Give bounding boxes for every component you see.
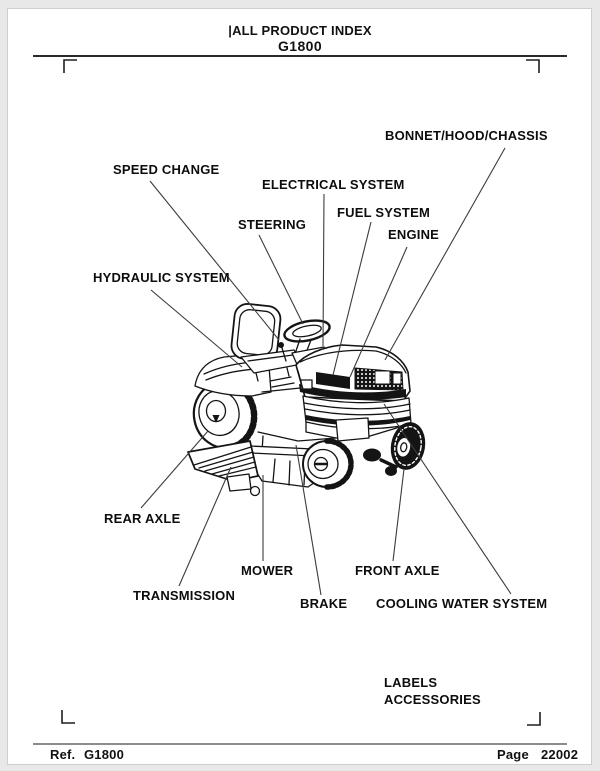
leader-line-front-axle [392, 468, 405, 562]
callout-accessories[interactable]: ACCESSORIES [384, 692, 481, 707]
leader-lines [140, 147, 512, 596]
rear-hitch [226, 473, 261, 497]
page-title: |ALL PRODUCT INDEX [228, 23, 372, 38]
leader-line-speed-change [149, 180, 280, 341]
steering-wheel [283, 319, 331, 359]
leader-line-transmission [178, 466, 232, 587]
page-model: G1800 [277, 38, 323, 54]
leader-line-fuel-system [332, 221, 372, 376]
callout-fuel-system[interactable]: FUEL SYSTEM [337, 205, 430, 220]
callout-electrical-system[interactable]: ELECTRICAL SYSTEM [262, 177, 405, 192]
callout-hydraulic-system[interactable]: HYDRAULIC SYSTEM [93, 270, 230, 285]
front-wheel-right [390, 422, 426, 470]
footer-rule [33, 743, 567, 745]
front-wheel-left [302, 438, 354, 490]
footer-ref-label: Ref. [50, 747, 76, 762]
footer-ref-value: G1800 [84, 747, 125, 762]
callout-front-axle[interactable]: FRONT AXLE [355, 563, 440, 578]
chassis [257, 370, 411, 476]
leader-line-steering [258, 234, 304, 325]
hood [295, 344, 411, 402]
callout-cooling-water-system[interactable]: COOLING WATER SYSTEM [376, 596, 548, 611]
callout-transmission[interactable]: TRANSMISSION [133, 588, 236, 603]
callout-bonnet-hood-chassis[interactable]: BONNET/HOOD/CHASSIS [385, 128, 548, 143]
footer-page-value: 22002 [541, 747, 579, 762]
crop-mark-bottom-right [527, 712, 541, 726]
leader-line-rear-axle [140, 430, 209, 509]
callout-steering[interactable]: STEERING [238, 217, 307, 232]
callout-speed-change[interactable]: SPEED CHANGE [113, 162, 220, 177]
speed-change-lever [278, 342, 287, 362]
callout-labels[interactable]: LABELS [384, 675, 438, 690]
tractor-illustration [187, 303, 426, 497]
discharge-chute [187, 440, 259, 482]
leader-line-bonnet-hood-chassis [384, 147, 506, 361]
callout-brake[interactable]: BRAKE [300, 596, 348, 611]
crop-mark-bottom-left [61, 710, 75, 724]
rear-wheel [192, 378, 258, 451]
leader-line-hydraulic-system [150, 289, 243, 368]
crop-marks [61, 59, 541, 726]
footer-page-label: Page [497, 747, 529, 762]
leader-line-engine [349, 246, 408, 378]
crop-mark-top-right [526, 59, 540, 73]
callout-mower[interactable]: MOWER [241, 563, 294, 578]
callout-rear-axle[interactable]: REAR AXLE [104, 511, 181, 526]
header-rule [33, 55, 567, 57]
leader-line-electrical-system [322, 193, 325, 347]
leader-line-brake [295, 444, 322, 596]
callout-engine[interactable]: ENGINE [388, 227, 440, 242]
leader-line-cooling-water-system [383, 403, 512, 595]
crop-mark-top-left [63, 59, 77, 73]
